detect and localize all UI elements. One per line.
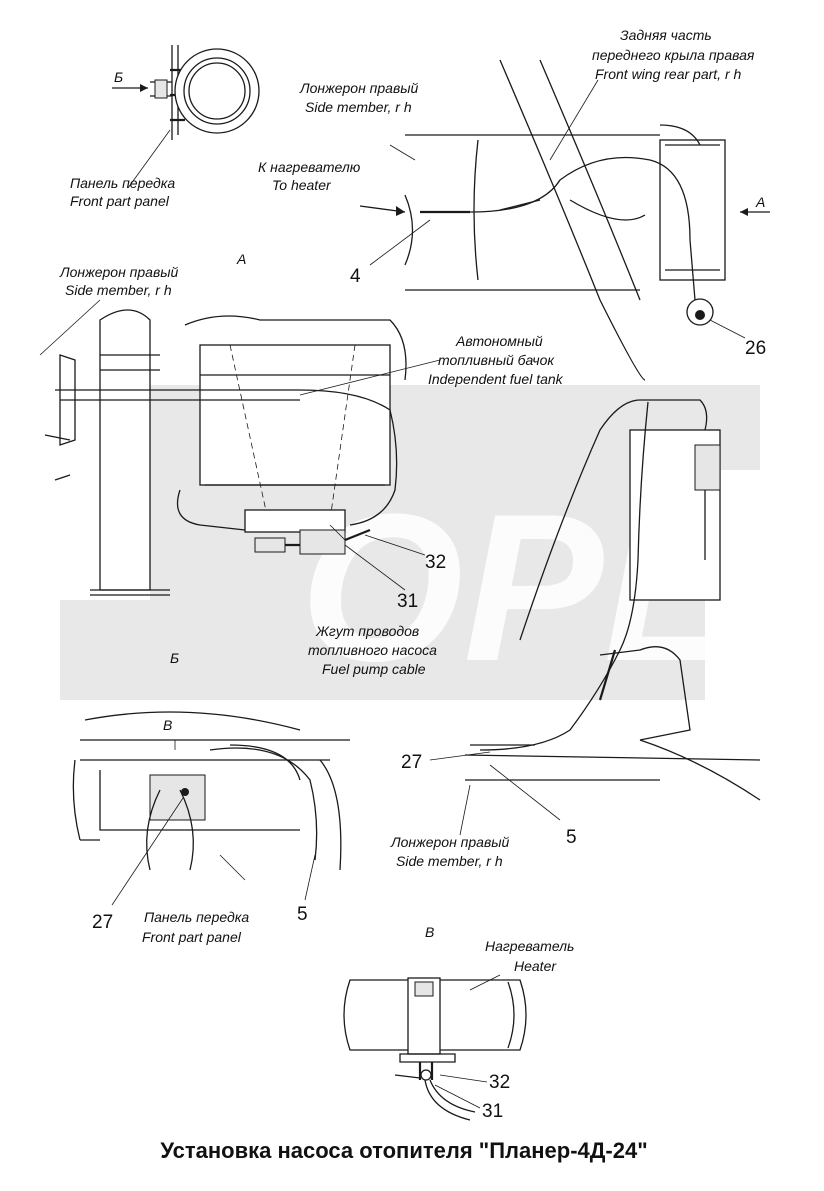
view-v-heater xyxy=(343,974,527,1121)
callout-27a: 27 xyxy=(401,752,422,773)
rear-wing-en: Front wing rear part, r h xyxy=(595,66,741,82)
callout-32b: 32 xyxy=(489,1072,510,1093)
side-member-bottom-ru: Лонжерон правый xyxy=(390,834,510,850)
side-member-bottom-en: Side member, r h xyxy=(396,853,503,869)
view-a-label: А xyxy=(236,251,246,267)
arrow-v-label: В xyxy=(163,717,172,733)
view-b-front-panel xyxy=(72,711,350,906)
pump-cable-ru: Жгут проводов xyxy=(315,623,419,639)
to-heater-en: To heater xyxy=(272,177,332,193)
front-panel-bottom-en: Front part panel xyxy=(142,929,242,945)
callout-5a: 5 xyxy=(566,827,577,848)
detail-front-panel-pump xyxy=(112,45,260,189)
pump-cable-en: Fuel pump cable xyxy=(322,661,426,677)
callout-31b: 31 xyxy=(482,1101,503,1122)
rear-wing-ru: Задняя часть xyxy=(620,27,712,43)
detail-wing-side-member xyxy=(359,59,770,381)
callout-5b: 5 xyxy=(297,904,308,925)
fuel-tank-en: Independent fuel tank xyxy=(428,371,564,387)
front-panel-bottom-ru: Панель передка xyxy=(144,909,249,925)
arrow-b-label: Б xyxy=(114,69,123,85)
rear-wing-ru2: переднего крыла правая xyxy=(592,47,755,63)
arrow-a-label: А xyxy=(755,194,765,210)
front-panel-top-en: Front part panel xyxy=(70,193,170,209)
callout-32a: 32 xyxy=(425,552,446,573)
callout-4: 4 xyxy=(350,266,361,287)
view-b-label: Б xyxy=(170,650,179,666)
side-member-top-ru: Лонжерон правый xyxy=(299,80,419,96)
side-member-top-en: Side member, r h xyxy=(305,99,412,115)
heater-en: Heater xyxy=(514,958,557,974)
callout-31a: 31 xyxy=(397,591,418,612)
callout-26: 26 xyxy=(745,338,766,359)
front-panel-top-ru: Панель передка xyxy=(70,175,175,191)
side-member-left-ru: Лонжерон правый xyxy=(59,264,179,280)
fuel-tank-ru: Автономный xyxy=(455,333,543,349)
fuel-tank-ru2: топливный бачок xyxy=(438,352,555,368)
side-member-left-en: Side member, r h xyxy=(65,282,172,298)
page-title: Установка насоса отопителя "Планер-4Д-24… xyxy=(160,1138,647,1163)
to-heater-ru: К нагревателю xyxy=(258,159,361,175)
pump-cable-ru2: топливного насоса xyxy=(308,642,437,658)
callout-27b: 27 xyxy=(92,912,113,933)
watermark-text: OPEX xyxy=(300,470,824,705)
cab-side-cable-routing xyxy=(429,399,761,836)
heater-ru: Нагреватель xyxy=(485,938,574,954)
view-a-fuel-tank xyxy=(39,299,441,596)
view-v-label: В xyxy=(425,924,434,940)
